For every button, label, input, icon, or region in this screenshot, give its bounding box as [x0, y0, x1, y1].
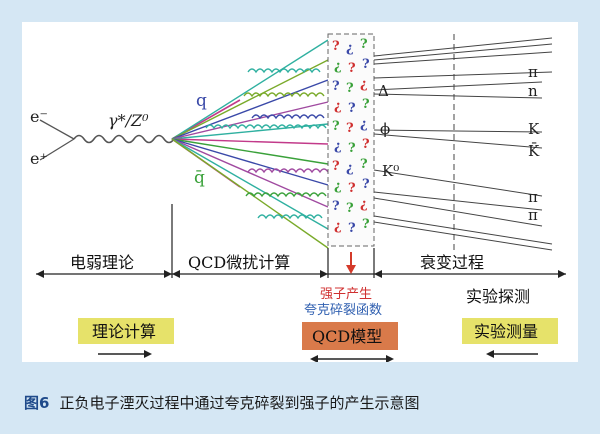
- positron-label: e⁺: [30, 149, 48, 168]
- boson-propagator: [73, 134, 183, 144]
- svg-text:?: ?: [348, 221, 356, 236]
- svg-text:?: ?: [332, 79, 340, 94]
- svg-text:?: ?: [346, 81, 354, 96]
- svg-text:?: ?: [362, 177, 370, 192]
- qcd-model-arrow-right: [386, 355, 394, 363]
- svg-text:?: ?: [360, 157, 368, 172]
- neutron-label: n: [528, 82, 538, 100]
- svg-text:?: ?: [332, 199, 340, 214]
- color-singlet-symbols: ? ¿? ¿?? ?? ¿ ¿?? ?? ¿ ¿?? ? ¿? ¿?? ?? ¿ ¿??: [332, 37, 370, 236]
- stage-decay: 衰变过程: [420, 253, 484, 272]
- figure-caption: 图6 正负电子湮灭过程中通过夸克碎裂到强子的产生示意图: [24, 392, 419, 413]
- svg-text:?: ?: [348, 181, 356, 196]
- delta-label: Δ: [378, 82, 389, 100]
- measurement-box: [462, 318, 558, 344]
- hadron-tracks: [373, 37, 553, 251]
- pi-top-label: π: [528, 63, 538, 81]
- fragmentation-function-label: 夸克碎裂函数: [304, 303, 382, 318]
- measurement-arrow-head: [486, 350, 494, 358]
- figure-number: 图6: [24, 394, 50, 412]
- qcd-model-arrow-left: [310, 355, 318, 363]
- measurement-box-label: 实验测量: [474, 322, 538, 341]
- svg-text:?: ?: [362, 137, 370, 152]
- pi-bottom2-label: π: [528, 206, 538, 224]
- svg-text:?: ?: [332, 159, 340, 174]
- stage-axis-right-head: [558, 270, 566, 278]
- qcd-model-label: QCD模型: [312, 327, 382, 346]
- antikaon-label: K̄: [528, 142, 540, 160]
- hadronization-region: [327, 33, 375, 247]
- svg-text:?: ?: [360, 37, 368, 52]
- svg-text:?: ?: [348, 141, 356, 156]
- svg-text:¿: ¿: [334, 139, 342, 154]
- theory-arrow-head: [144, 350, 152, 358]
- divider-arrow-right: [172, 270, 180, 278]
- stage-qcd-perturbative: QCD微扰计算: [188, 253, 290, 272]
- svg-text:?: ?: [362, 97, 370, 112]
- svg-text:¿: ¿: [334, 99, 342, 114]
- svg-text:¿: ¿: [346, 161, 354, 176]
- divider-arrow-left: [164, 270, 172, 278]
- svg-text:?: ?: [346, 201, 354, 216]
- divider2-arrow-left: [320, 270, 328, 278]
- svg-text:?: ?: [362, 57, 370, 72]
- fragmentation-diagram: e⁻ e⁺ γ*/Z⁰ q q̄: [30, 33, 566, 363]
- svg-text:?: ?: [332, 39, 340, 54]
- svg-text:?: ?: [332, 119, 340, 134]
- theory-box: [78, 318, 174, 344]
- antiquark-label: q̄: [194, 168, 205, 188]
- figure-caption-text: 正负电子湮灭过程中通过夸克碎裂到强子的产生示意图: [59, 394, 420, 412]
- k0-label: K⁰: [382, 162, 399, 180]
- svg-text:¿: ¿: [334, 219, 342, 234]
- stage-electroweak: 电弱理论: [70, 253, 134, 272]
- svg-text:?: ?: [346, 121, 354, 136]
- electron-label: e⁻: [30, 107, 48, 126]
- svg-text:¿: ¿: [360, 197, 368, 212]
- kaon-label: K: [528, 120, 540, 138]
- phi-label: ϕ: [380, 120, 390, 138]
- svg-text:¿: ¿: [334, 179, 342, 194]
- svg-text:¿: ¿: [334, 59, 342, 74]
- experiment-probe-label: 实验探测: [466, 287, 530, 306]
- diagram-panel: e⁻ e⁺ γ*/Z⁰ q q̄: [22, 22, 578, 363]
- hadron-production-label: 强子产生: [320, 287, 372, 302]
- svg-text:?: ?: [348, 61, 356, 76]
- boson-label: γ*/Z⁰: [108, 111, 149, 130]
- electron-line: [39, 119, 75, 140]
- pi-bottom1-label: π: [528, 188, 538, 206]
- stage-axis-left-head: [36, 270, 44, 278]
- svg-text:?: ?: [348, 101, 356, 116]
- svg-text:¿: ¿: [346, 41, 354, 56]
- svg-text:?: ?: [362, 217, 370, 232]
- hadronization-arrow-head: [346, 265, 356, 274]
- divider3-arrow-right: [374, 270, 382, 278]
- qcd-model-box: [302, 322, 398, 350]
- svg-text:¿: ¿: [360, 117, 368, 132]
- theory-box-label: 理论计算: [92, 322, 156, 341]
- svg-text:¿: ¿: [360, 77, 368, 92]
- quark-label: q: [196, 91, 207, 111]
- positron-line: [39, 138, 75, 161]
- gluon-curls: [205, 68, 329, 220]
